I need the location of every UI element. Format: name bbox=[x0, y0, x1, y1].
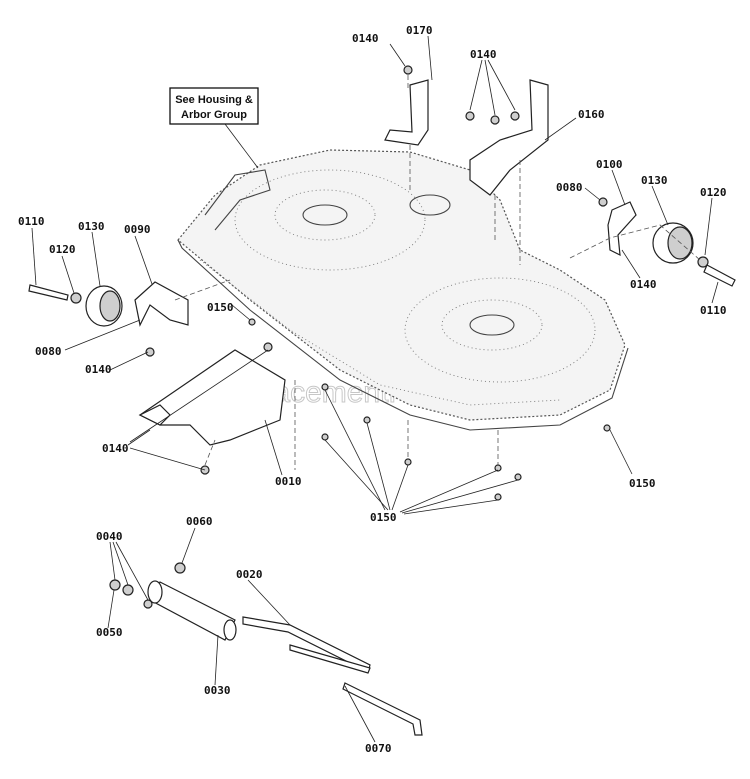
callout-line-1: See Housing & bbox=[175, 94, 253, 106]
bracket-0170 bbox=[384, 65, 429, 190]
label-0050: 0050 bbox=[96, 626, 123, 639]
label-0020: 0020 bbox=[236, 568, 263, 581]
bracket-0090 bbox=[134, 281, 189, 327]
label-0150: 0150 bbox=[629, 477, 656, 490]
nut-0140-b bbox=[490, 115, 500, 125]
washer-0120-right bbox=[697, 256, 709, 268]
bushing-0040-b bbox=[122, 584, 134, 596]
label-0040: 0040 bbox=[96, 530, 123, 543]
label-0130: 0130 bbox=[78, 220, 105, 233]
bolt-0110-left bbox=[28, 284, 69, 301]
label-0140: 0140 bbox=[352, 32, 379, 45]
leader-lines bbox=[31, 35, 719, 743]
nut-0140-top bbox=[403, 65, 413, 75]
label-0140: 0140 bbox=[85, 363, 112, 376]
label-0070: 0070 bbox=[365, 742, 392, 755]
nut-0140-left bbox=[145, 347, 155, 357]
link-rod-0070 bbox=[342, 682, 423, 736]
label-0170: 0170 bbox=[406, 24, 433, 37]
label-0030: 0030 bbox=[204, 684, 231, 697]
callout-line-2: Arbor Group bbox=[181, 109, 247, 121]
front-baffle-0010 bbox=[138, 342, 286, 475]
right-wheel-assembly bbox=[569, 197, 736, 287]
part-labels: 0140 0170 0140 0160 0100 0080 0130 0120 … bbox=[18, 24, 727, 755]
left-wheel-assembly bbox=[28, 279, 231, 357]
fitting-0060 bbox=[174, 562, 186, 574]
bracket-0100 bbox=[607, 201, 637, 257]
label-0160: 0160 bbox=[578, 108, 605, 121]
washer-0120-left bbox=[70, 292, 82, 304]
label-0140: 0140 bbox=[470, 48, 497, 61]
label-0110: 0110 bbox=[18, 215, 45, 228]
label-0120: 0120 bbox=[49, 243, 76, 256]
bolt-0110-right bbox=[703, 264, 736, 287]
label-0140: 0140 bbox=[102, 442, 129, 455]
nut-0140-mid bbox=[263, 342, 273, 352]
nut-0140-a bbox=[465, 111, 475, 121]
nut-0080-right bbox=[598, 197, 608, 207]
see-housing-callout: See Housing & Arbor Group bbox=[169, 87, 259, 169]
pivot-tube-0030 bbox=[109, 562, 237, 641]
lift-rod-0020 bbox=[242, 616, 371, 674]
bracket-0160 bbox=[465, 79, 549, 265]
bushing-0040-c bbox=[143, 599, 153, 609]
label-0140: 0140 bbox=[630, 278, 657, 291]
nut-0140-c bbox=[510, 111, 520, 121]
label-0060: 0060 bbox=[186, 515, 213, 528]
label-0080: 0080 bbox=[556, 181, 583, 194]
label-0100: 0100 bbox=[596, 158, 623, 171]
label-0110: 0110 bbox=[700, 304, 727, 317]
label-0120: 0120 bbox=[700, 186, 727, 199]
label-0150: 0150 bbox=[207, 301, 234, 314]
bushing-0040-a bbox=[109, 579, 121, 591]
label-0080: 0080 bbox=[35, 345, 62, 358]
mower-deck-housing bbox=[177, 149, 629, 431]
label-0010: 0010 bbox=[275, 475, 302, 488]
label-0090: 0090 bbox=[124, 223, 151, 236]
label-0130: 0130 bbox=[641, 174, 668, 187]
label-0150: 0150 bbox=[370, 511, 397, 524]
screws-0150 bbox=[248, 318, 611, 501]
